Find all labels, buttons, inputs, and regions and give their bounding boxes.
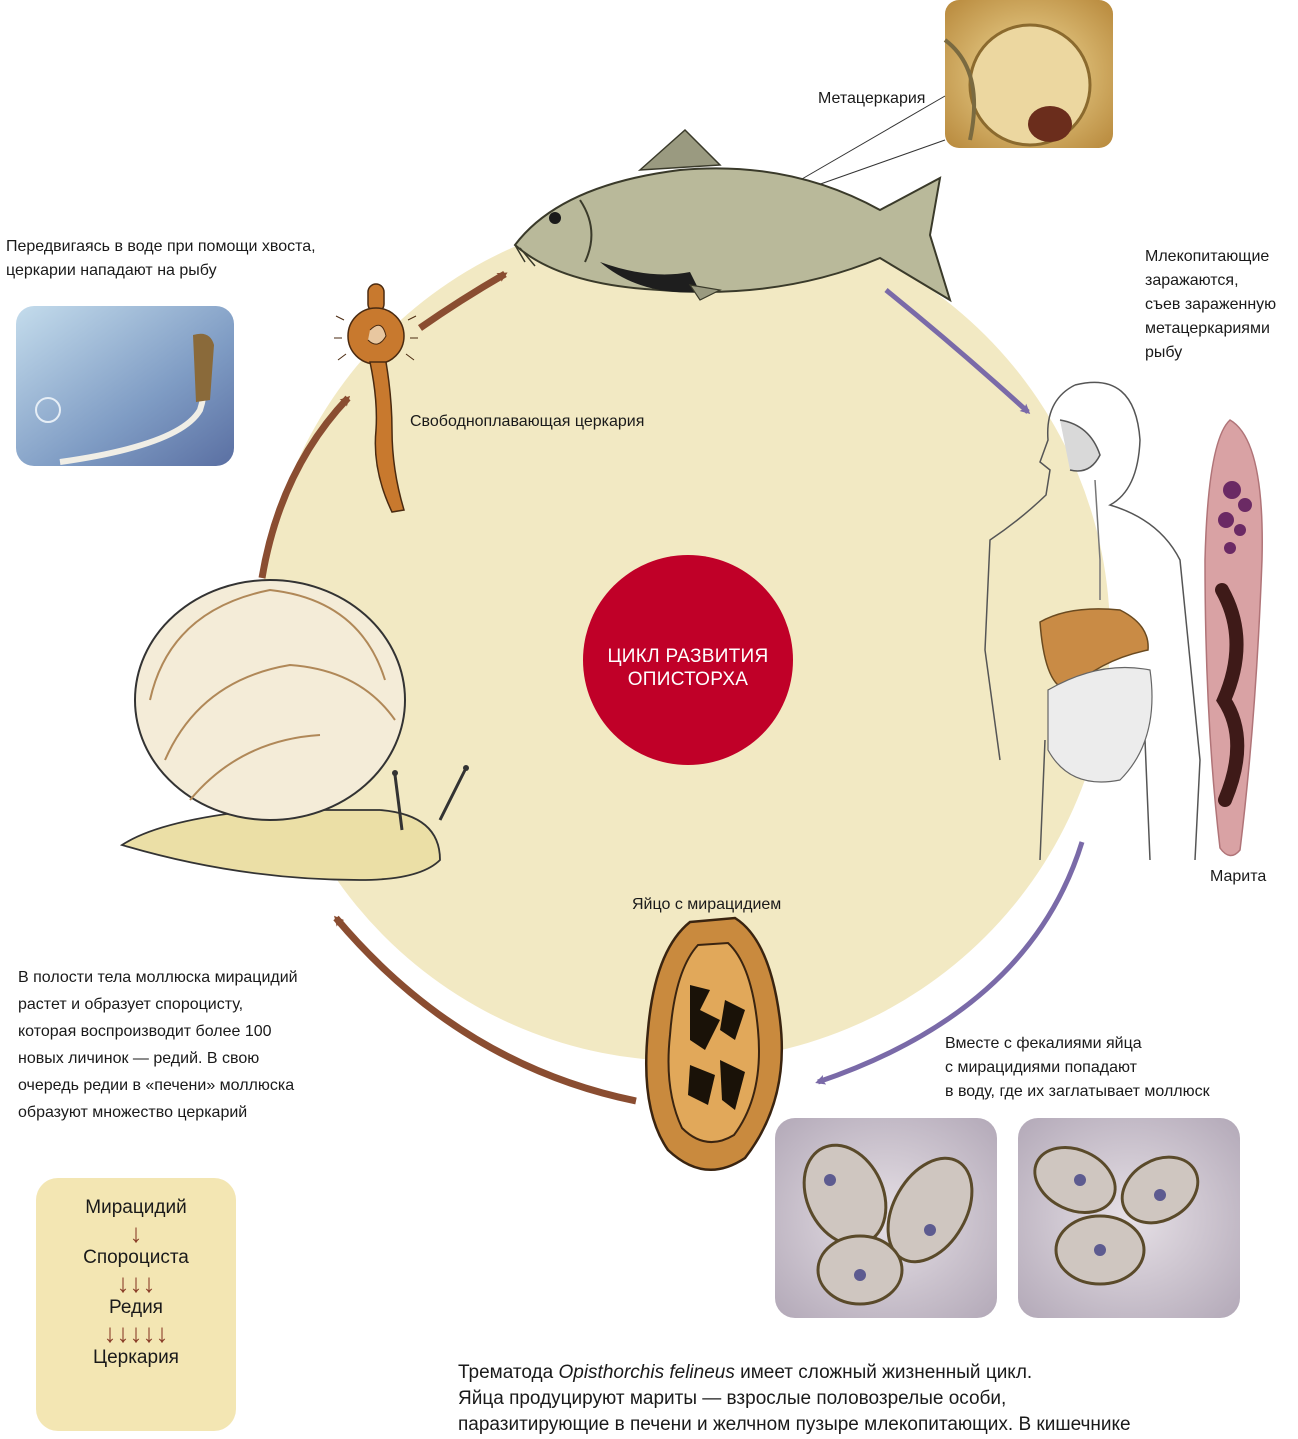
feces-line-3: в воду, где их заглатывает моллюск bbox=[945, 1080, 1210, 1104]
stage-arrow-2: ↓↓↓ bbox=[36, 1270, 236, 1296]
stage-redia: Редия bbox=[36, 1296, 236, 1320]
marita-photo bbox=[1205, 420, 1262, 856]
snail-description: В полости тела моллюска мирацидий растет… bbox=[18, 964, 298, 1126]
stage-cercaria: Церкария bbox=[36, 1346, 236, 1370]
mammals-line-5: рыбу bbox=[1145, 341, 1276, 365]
stage-sporocyst: Спороциста bbox=[36, 1246, 236, 1270]
stages-box: Мирацидий ↓ Спороциста ↓↓↓ Редия ↓↓↓↓↓ Ц… bbox=[36, 1178, 236, 1431]
egg-illustration bbox=[646, 918, 782, 1170]
center-title-line-1: ЦИКЛ РАЗВИТИЯ bbox=[583, 645, 793, 668]
caption-line-1: Трематода Opisthorchis felineus имеет сл… bbox=[458, 1360, 1298, 1386]
caption-prefix: Трематода bbox=[458, 1362, 558, 1383]
egg-label: Яйцо с мирацидием bbox=[632, 893, 781, 917]
cercaria-photo bbox=[16, 306, 234, 466]
stage-miracidium: Мирацидий bbox=[36, 1196, 236, 1220]
caption-line-3: паразитирующие в печени и желчном пузыре… bbox=[458, 1412, 1298, 1438]
snail-line-5: очередь редии в «печени» моллюска bbox=[18, 1072, 298, 1099]
mammals-line-1: Млекопитающие bbox=[1145, 245, 1276, 269]
egg-photo-right bbox=[1018, 1118, 1240, 1318]
caption: Трематода Opisthorchis felineus имеет сл… bbox=[458, 1360, 1298, 1438]
free-cercaria-label: Свободноплавающая церкария bbox=[410, 410, 644, 434]
snail-line-6: образуют множество церкарий bbox=[18, 1099, 298, 1126]
cercaria-swim-label: Передвигаясь в воде при помощи хвоста, ц… bbox=[6, 235, 316, 283]
stage-arrow-1: ↓ bbox=[36, 1220, 236, 1246]
intestine-icon bbox=[1048, 668, 1152, 783]
mammals-label: Млекопитающие заражаются, съев зараженну… bbox=[1145, 245, 1276, 365]
egg-photo-left bbox=[775, 1118, 997, 1318]
center-title: ЦИКЛ РАЗВИТИЯ ОПИСТОРХА bbox=[583, 645, 793, 691]
caption-species: Opisthorchis felineus bbox=[558, 1362, 734, 1383]
feces-line-2: с мирацидиями попадают bbox=[945, 1056, 1210, 1080]
cercaria-swim-line-2: церкарии нападают на рыбу bbox=[6, 259, 316, 283]
mammals-line-2: заражаются, bbox=[1145, 269, 1276, 293]
snail-line-2: растет и образует спороцисту, bbox=[18, 991, 298, 1018]
feces-label: Вместе с фекалиями яйца с мирацидиями по… bbox=[945, 1032, 1210, 1104]
marita-label: Марита bbox=[1210, 865, 1266, 889]
mammals-line-3: съев зараженную bbox=[1145, 293, 1276, 317]
caption-suffix: имеет сложный жизненный цикл. bbox=[735, 1362, 1032, 1383]
snail-line-1: В полости тела моллюска мирацидий bbox=[18, 964, 298, 991]
metacercaria-photo bbox=[945, 0, 1113, 148]
snail-line-4: новых личинок — редий. В свою bbox=[18, 1045, 298, 1072]
center-title-line-2: ОПИСТОРХА bbox=[583, 668, 793, 691]
stage-arrow-3: ↓↓↓↓↓ bbox=[36, 1320, 236, 1346]
snail-line-3: которая воспроизводит более 100 bbox=[18, 1018, 298, 1045]
feces-line-1: Вместе с фекалиями яйца bbox=[945, 1032, 1210, 1056]
cercaria-swim-line-1: Передвигаясь в воде при помощи хвоста, bbox=[6, 235, 316, 259]
mammals-line-4: метацеркариями bbox=[1145, 317, 1276, 341]
metacercaria-label: Метацеркария bbox=[818, 87, 925, 111]
caption-line-2: Яйца продуцируют мариты — взрослые полов… bbox=[458, 1386, 1298, 1412]
